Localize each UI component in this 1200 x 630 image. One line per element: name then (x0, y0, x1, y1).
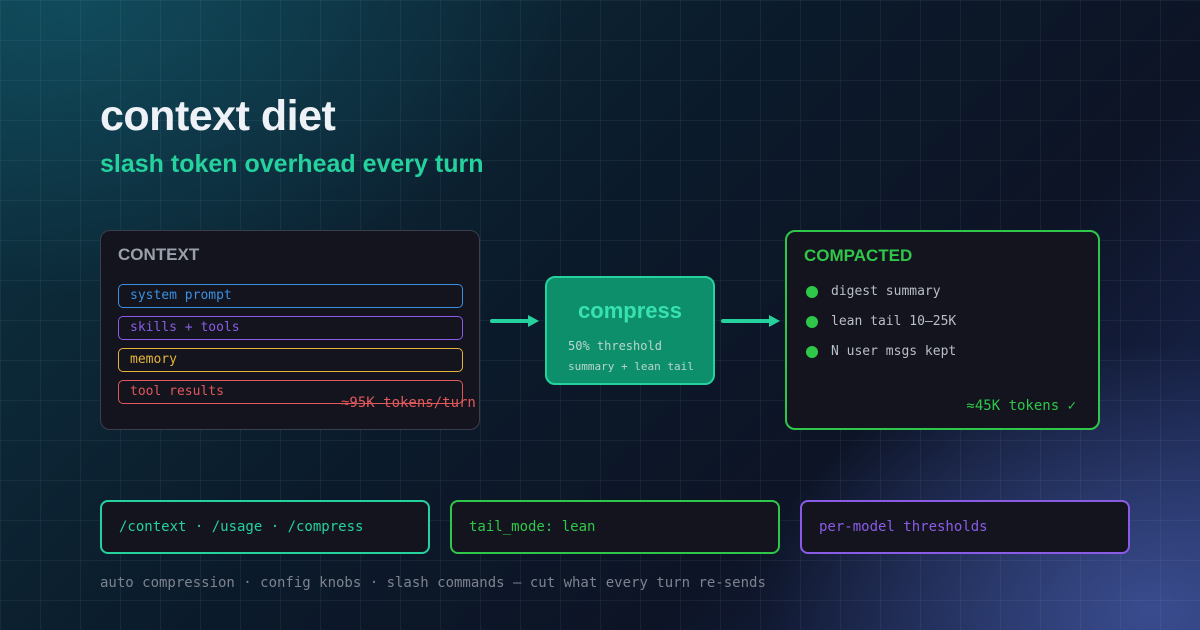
compress-threshold: 50% threshold (568, 339, 662, 353)
pill-slash-commands: /context · /usage · /compress (100, 500, 430, 554)
compacted-item-label: N user msgs kept (831, 344, 957, 359)
footer-caption: auto compression · config knobs · slash … (100, 575, 766, 591)
bullet-dot-icon (806, 345, 818, 358)
compacted-item: N user msgs kept (806, 344, 956, 359)
pill-per-model-thresholds: per-model thresholds (800, 500, 1130, 554)
context-item-skills-tools: skills + tools (118, 316, 463, 340)
compacted-heading: COMPACTED (804, 246, 913, 265)
bullet-dot-icon (806, 285, 818, 298)
compacted-item: digest summary (806, 284, 941, 299)
context-heading: CONTEXT (118, 245, 200, 264)
context-item-tool-results: tool results (118, 380, 463, 404)
compress-description: summary + lean tail (568, 360, 694, 373)
compacted-item-label: digest summary (831, 284, 941, 299)
page-title: context diet (100, 92, 336, 140)
arrow-right-icon (490, 315, 539, 327)
compacted-token-count: ≈45K tokens ✓ (966, 398, 1076, 414)
bullet-dot-icon (806, 315, 818, 328)
compacted-card: COMPACTED digest summary lean tail 10–25… (785, 230, 1100, 430)
compress-box: compress 50% threshold summary + lean ta… (545, 276, 715, 385)
compacted-item-label: lean tail 10–25K (831, 314, 957, 329)
arrow-right-icon (721, 315, 780, 327)
page-subtitle: slash token overhead every turn (100, 150, 484, 178)
compacted-item: lean tail 10–25K (806, 314, 956, 329)
context-token-count: ≈95K tokens/turn (341, 395, 476, 411)
compress-heading: compress (578, 298, 682, 323)
pill-tail-mode: tail_mode: lean (450, 500, 780, 554)
context-item-memory: memory (118, 348, 463, 372)
context-item-system-prompt: system prompt (118, 284, 463, 308)
context-card: CONTEXT system prompt skills + tools mem… (100, 230, 480, 430)
